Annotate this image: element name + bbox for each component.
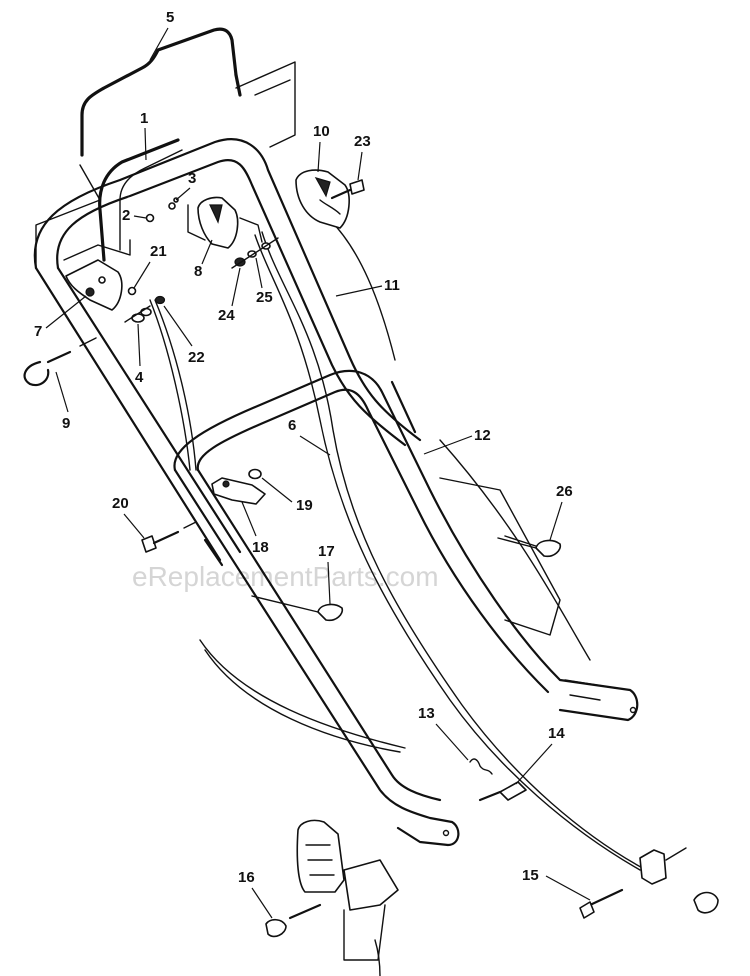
control-bail bbox=[35, 27, 296, 269]
svg-text:12: 12 bbox=[474, 427, 491, 444]
callout-18: 18 bbox=[241, 501, 269, 556]
eye-bolt-9 bbox=[23, 337, 97, 387]
svg-text:4: 4 bbox=[135, 369, 144, 386]
callout-9: 9 bbox=[55, 371, 70, 432]
lever-18 bbox=[211, 468, 266, 505]
control-lever-10 bbox=[295, 169, 350, 229]
cable-clip-17 bbox=[251, 595, 344, 622]
bolt-20 bbox=[141, 521, 197, 553]
callout-21: 21 bbox=[133, 243, 167, 289]
washers-4-21-22 bbox=[124, 286, 166, 323]
svg-text:15: 15 bbox=[522, 867, 539, 884]
callout-13: 13 bbox=[418, 705, 469, 761]
handle-panel bbox=[439, 477, 561, 636]
callout-2: 2 bbox=[122, 207, 147, 224]
svg-text:7: 7 bbox=[34, 323, 42, 340]
svg-text:22: 22 bbox=[188, 349, 205, 366]
handle-mount-bracket bbox=[265, 819, 399, 976]
svg-text:20: 20 bbox=[112, 495, 129, 512]
svg-text:16: 16 bbox=[238, 869, 255, 886]
callout-11: 11 bbox=[335, 277, 400, 297]
svg-text:18: 18 bbox=[252, 539, 269, 556]
svg-text:19: 19 bbox=[296, 497, 313, 514]
callout-23: 23 bbox=[354, 133, 371, 181]
svg-text:9: 9 bbox=[62, 415, 70, 432]
callout-5: 5 bbox=[149, 9, 174, 61]
svg-text:3: 3 bbox=[188, 170, 196, 187]
svg-text:2: 2 bbox=[122, 207, 130, 224]
svg-text:11: 11 bbox=[384, 277, 400, 294]
cables bbox=[149, 219, 651, 873]
callout-12: 12 bbox=[423, 427, 491, 455]
control-part-8 bbox=[187, 196, 263, 249]
bolt-23 bbox=[330, 179, 365, 200]
upper-handle bbox=[33, 138, 422, 567]
washers-24-25 bbox=[231, 237, 279, 269]
cable-clip-26 bbox=[497, 537, 562, 558]
callout-6: 6 bbox=[288, 417, 331, 456]
callout-3: 3 bbox=[175, 170, 196, 201]
cable-bracket-15 bbox=[579, 847, 719, 919]
callout-25: 25 bbox=[255, 257, 273, 306]
svg-text:26: 26 bbox=[556, 483, 573, 500]
callout-15: 15 bbox=[522, 867, 591, 901]
svg-text:21: 21 bbox=[150, 243, 167, 260]
spring-13 bbox=[469, 758, 493, 775]
callout-8: 8 bbox=[194, 239, 213, 280]
svg-text:24: 24 bbox=[218, 307, 235, 324]
callout-20: 20 bbox=[112, 495, 145, 539]
bail-arm bbox=[98, 138, 183, 262]
callout-14: 14 bbox=[515, 725, 565, 785]
callout-17: 17 bbox=[318, 543, 335, 605]
callout-19: 19 bbox=[261, 477, 313, 514]
bracket-7 bbox=[63, 239, 131, 311]
cable-fitting-14 bbox=[478, 781, 527, 802]
lower-handle bbox=[173, 369, 639, 847]
svg-text:8: 8 bbox=[194, 263, 202, 280]
watermark-text: eReplacementParts.com bbox=[132, 561, 439, 592]
svg-text:25: 25 bbox=[256, 289, 273, 306]
callout-26: 26 bbox=[549, 483, 573, 541]
callout-1: 1 bbox=[140, 110, 148, 161]
svg-text:17: 17 bbox=[318, 543, 335, 560]
callout-24: 24 bbox=[218, 267, 241, 324]
callout-4: 4 bbox=[135, 323, 144, 386]
callout-16: 16 bbox=[238, 869, 273, 919]
svg-text:1: 1 bbox=[140, 110, 148, 127]
svg-text:23: 23 bbox=[354, 133, 371, 150]
svg-text:14: 14 bbox=[548, 725, 565, 742]
svg-text:5: 5 bbox=[166, 9, 174, 26]
callout-7: 7 bbox=[34, 295, 87, 340]
callout-22: 22 bbox=[163, 305, 205, 366]
svg-text:13: 13 bbox=[418, 705, 435, 722]
svg-text:6: 6 bbox=[288, 417, 296, 434]
washers-2-3 bbox=[145, 197, 179, 223]
callout-10: 10 bbox=[313, 123, 330, 173]
svg-text:10: 10 bbox=[313, 123, 330, 140]
